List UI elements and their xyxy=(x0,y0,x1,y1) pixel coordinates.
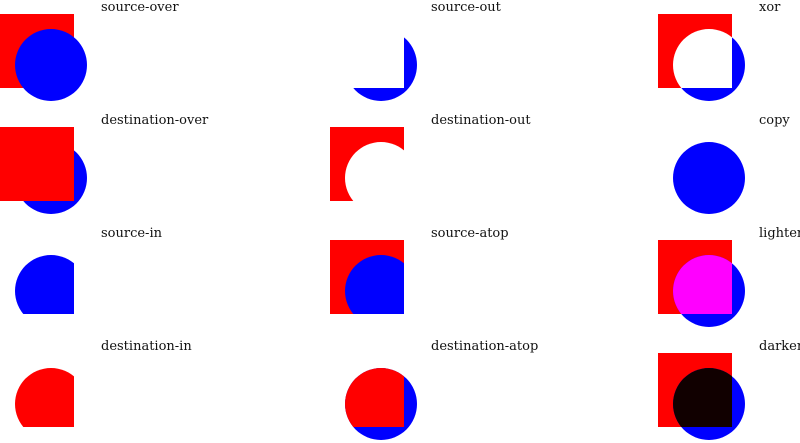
composite-svg xyxy=(15,255,74,314)
composite-drawing xyxy=(0,240,90,330)
composite-svg xyxy=(658,240,745,327)
operation-label: source-atop xyxy=(431,226,509,241)
composite-drawing xyxy=(0,127,90,217)
operation-label: xor xyxy=(759,0,781,15)
operation-label: destination-atop xyxy=(431,339,539,354)
overlap-region xyxy=(673,255,732,314)
composite-drawing xyxy=(330,240,420,330)
blue-circle xyxy=(673,142,745,214)
composite-svg xyxy=(0,127,87,214)
composite-svg xyxy=(658,353,745,440)
composite-svg xyxy=(15,368,74,427)
operation-label: darker xyxy=(759,339,800,354)
composite-svg xyxy=(345,29,417,101)
blue-circle xyxy=(15,29,87,101)
blue-circle xyxy=(15,255,74,314)
composite-drawing xyxy=(330,14,420,104)
composite-svg xyxy=(345,368,417,440)
operation-label: destination-in xyxy=(101,339,192,354)
operation-label: source-out xyxy=(431,0,501,15)
blue-circle xyxy=(673,29,745,101)
operation-label: source-in xyxy=(101,226,162,241)
composite-svg xyxy=(673,142,745,214)
operation-label: destination-out xyxy=(431,113,531,128)
operation-label: destination-over xyxy=(101,113,209,128)
composite-drawing xyxy=(658,127,748,217)
red-square xyxy=(15,368,74,427)
blue-circle xyxy=(345,29,417,101)
red-square xyxy=(330,127,404,201)
operation-label: copy xyxy=(759,113,790,128)
blue-circle xyxy=(345,255,404,314)
red-square xyxy=(0,127,74,201)
composite-drawing xyxy=(0,353,90,443)
operation-label: source-over xyxy=(101,0,179,15)
operation-label: lighter xyxy=(759,226,800,241)
composite-drawing xyxy=(658,353,748,443)
composite-drawing xyxy=(658,240,748,330)
composite-drawing xyxy=(658,14,748,104)
composite-drawing xyxy=(0,14,90,104)
red-square xyxy=(345,368,404,427)
composite-svg xyxy=(330,127,404,201)
composite-svg xyxy=(658,14,745,101)
composite-svg xyxy=(330,240,404,314)
overlap-region xyxy=(673,368,732,427)
composite-drawing xyxy=(330,127,420,217)
composite-drawing xyxy=(330,353,420,443)
composite-svg xyxy=(0,14,87,101)
